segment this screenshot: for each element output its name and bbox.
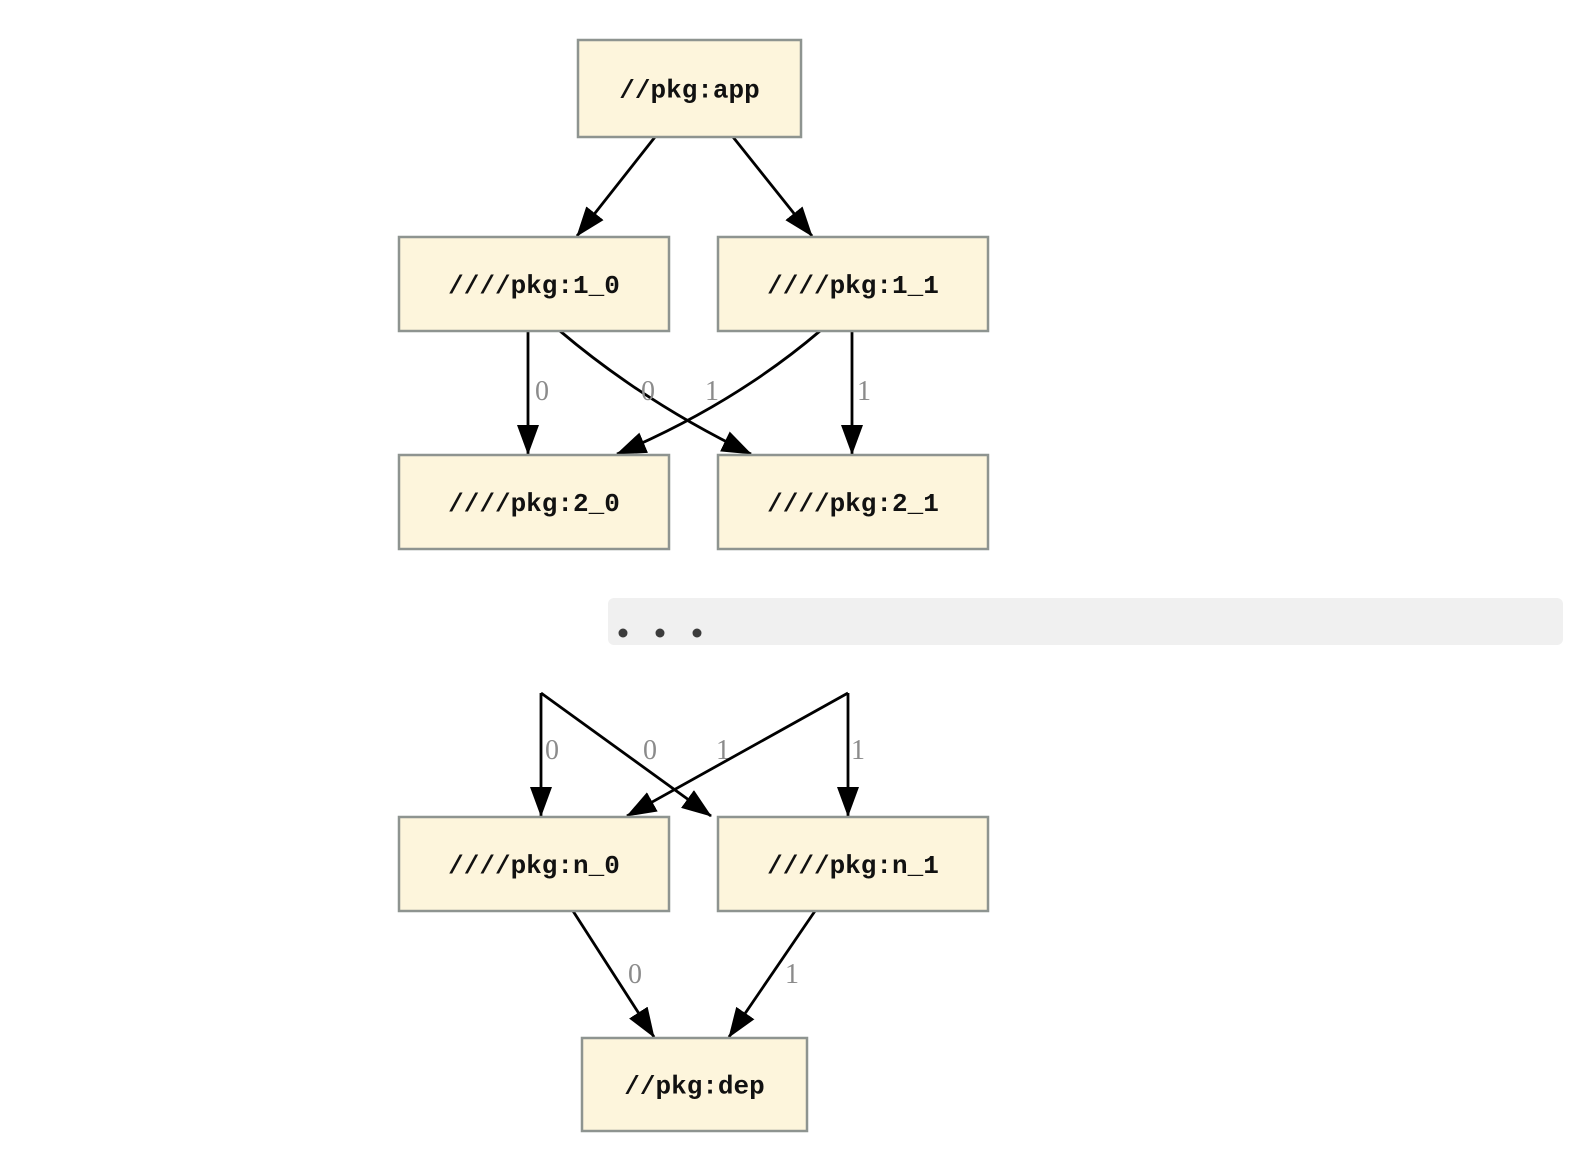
edge-label-1_0-to-2_0: 0: [535, 376, 549, 407]
edge-label-1_1-to-2_1: 1: [857, 376, 871, 407]
node-box-2_1: [716, 453, 990, 551]
node-n_0: ////pkg:n_0: [397, 815, 671, 913]
node-label-2_0: ////pkg:2_0: [448, 489, 620, 519]
ellipsis-dot: [655, 628, 665, 638]
edge-label-1_0-to-2_1: 1: [705, 376, 719, 407]
node-box-dep: [580, 1036, 809, 1133]
edge-label-ellipsis-right-to-n_1: 1: [851, 735, 865, 766]
edge-ellipsis-right-to-n_0: [626, 691, 849, 818]
node-dep: //pkg:dep: [580, 1036, 809, 1133]
node-2_1: ////pkg:2_1: [716, 453, 990, 551]
edge-app-to-1_1: [731, 136, 814, 237]
node-n_1: ////pkg:n_1: [716, 815, 990, 913]
node-box-n_1: [716, 815, 990, 913]
node-label-dep: //pkg:dep: [624, 1072, 764, 1102]
edge-1_1-to-2_0: [616, 329, 821, 456]
edge-label-ellipsis-left-to-n_0: 0: [545, 735, 559, 766]
edge-label-ellipsis-left-to-n_1: 1: [716, 735, 730, 766]
edge-1_0-to-2_1: [559, 329, 752, 456]
node-app: //pkg:app: [576, 38, 803, 139]
node-box-2_0: [397, 453, 671, 551]
edge-label-n_0-to-dep: 0: [628, 959, 642, 990]
node-1_1: ////pkg:1_1: [716, 235, 990, 333]
node-label-n_1: ////pkg:n_1: [767, 851, 939, 881]
node-2_0: ////pkg:2_0: [397, 453, 671, 551]
node-box-app: [576, 38, 803, 139]
node-label-2_1: ////pkg:2_1: [767, 489, 939, 519]
node-label-n_0: ////pkg:n_0: [448, 851, 620, 881]
node-box-n_0: [397, 815, 671, 913]
edge-label-1_1-to-2_0: 0: [641, 376, 655, 407]
node-label-app: //pkg:app: [619, 76, 759, 106]
edge-app-to-1_0: [575, 136, 657, 237]
node-box-1_1: [716, 235, 990, 333]
node-1_0: ////pkg:1_0: [397, 235, 671, 333]
edge-label-ellipsis-right-to-n_0: 0: [643, 735, 657, 766]
node-label-1_1: ////pkg:1_1: [767, 271, 939, 301]
ellipsis-dot: [692, 628, 702, 638]
node-label-1_0: ////pkg:1_0: [448, 271, 620, 301]
ellipsis-separator-bar: [608, 598, 1563, 645]
edge-ellipsis-left-to-n_1: [540, 691, 712, 818]
edge-n_0-to-dep: [571, 910, 656, 1038]
edge-label-n_1-to-dep: 1: [785, 959, 799, 990]
edge-n_1-to-dep: [727, 910, 817, 1038]
ellipsis-dot: [618, 628, 628, 638]
node-box-1_0: [397, 235, 671, 333]
